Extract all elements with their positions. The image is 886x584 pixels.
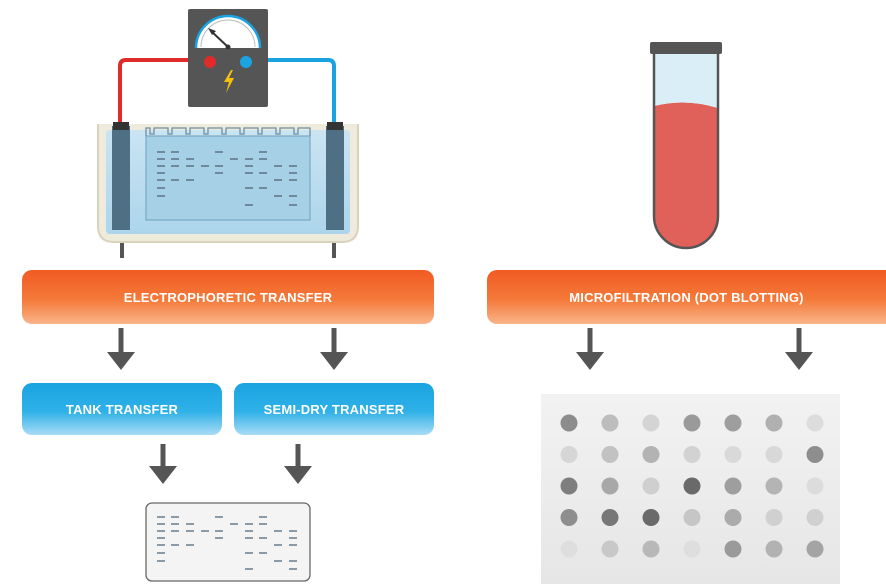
blot-dot [683, 477, 701, 495]
microfiltration-text: MICROFILTRATION (DOT BLOTTING) [569, 289, 804, 305]
blot-dot [560, 540, 578, 558]
electrophoretic-transfer-label: ELECTROPHORETIC TRANSFER [22, 270, 434, 324]
blot-dot [806, 540, 824, 558]
electrophoretic-transfer-text: ELECTROPHORETIC TRANSFER [123, 289, 333, 305]
blot-dot [642, 477, 660, 495]
blot-dot [765, 414, 783, 432]
semi-dry-transfer-label: SEMI-DRY TRANSFER [234, 383, 434, 435]
blot-dot [560, 477, 578, 495]
blot-dot [724, 414, 742, 432]
down-arrow-icon [785, 328, 813, 370]
gel-bands [157, 151, 297, 206]
blot-dot [601, 477, 619, 495]
blot-dot [560, 509, 578, 526]
blot-dot [601, 446, 619, 463]
blot-dot [765, 509, 783, 526]
blot-dot [601, 540, 619, 558]
blot-dot [806, 477, 824, 495]
down-arrow-icon [107, 328, 135, 370]
blot-dot [765, 540, 783, 558]
dot-blot-membrane-icon [541, 394, 840, 584]
down-arrow-icon [320, 328, 348, 370]
blot-dot [683, 446, 701, 463]
down-arrow-icon [576, 328, 604, 370]
blot-dot [806, 509, 824, 526]
blot-dot [560, 414, 578, 432]
blot-dot [765, 477, 783, 495]
blot-dot [560, 446, 578, 463]
voltmeter-icon [188, 9, 268, 107]
blot-dot [765, 446, 783, 463]
microfiltration-label: MICROFILTRATION (DOT BLOTTING) [487, 270, 886, 324]
blot-membrane-icon [145, 502, 311, 582]
dot-grid [560, 414, 824, 558]
blot-dot [642, 509, 660, 526]
tank-transfer-label: TANK TRANSFER [22, 383, 222, 435]
down-arrow-icon [149, 444, 177, 484]
blot-dot [724, 477, 742, 495]
blot-dot [642, 414, 660, 432]
blot-dot [601, 414, 619, 432]
blot-dot [683, 414, 701, 432]
blot-dot [683, 540, 701, 558]
blot-dot [683, 509, 701, 526]
blot-dot [724, 509, 742, 526]
down-arrow-icon [284, 444, 312, 484]
blot-dot [642, 446, 660, 463]
blot-dot [806, 446, 824, 463]
semi-dry-transfer-text: SEMI-DRY TRANSFER [263, 401, 405, 417]
blot-dot [642, 540, 660, 558]
electrophoresis-tank-icon [97, 122, 359, 258]
blot-dot [724, 446, 742, 463]
down-arrow-icons [107, 328, 813, 484]
blot-dot [724, 540, 742, 558]
blot-dot [806, 414, 824, 432]
tank-transfer-text: TANK TRANSFER [65, 401, 179, 417]
blot-dot [601, 509, 619, 526]
sample-tube-icon [650, 42, 722, 250]
